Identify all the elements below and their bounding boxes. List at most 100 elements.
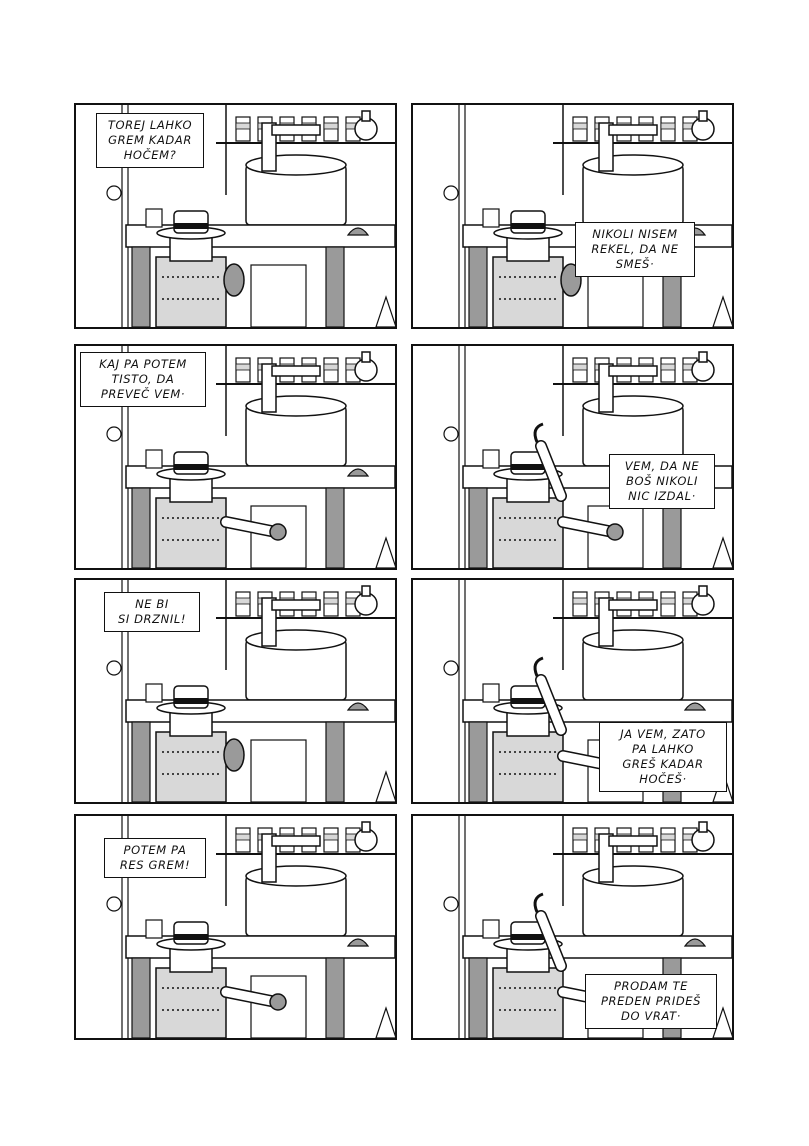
front-robot-arm-fill bbox=[221, 987, 281, 1007]
flask-neck bbox=[698, 585, 708, 597]
jar-label bbox=[323, 833, 339, 841]
hat-crown-icon bbox=[173, 921, 209, 945]
front-robot-body bbox=[492, 497, 564, 568]
back-robot-top bbox=[582, 629, 684, 651]
wall-valve-icon bbox=[106, 426, 122, 442]
comic-panel-8: PRODAM TE PREDEN PRIDEŠ DO VRAT· bbox=[411, 814, 734, 1040]
back-robot-top bbox=[245, 154, 347, 176]
table-leg bbox=[131, 487, 151, 568]
hat-band bbox=[511, 934, 545, 940]
raised-arm-fill bbox=[536, 675, 566, 735]
drill-bit-icon bbox=[375, 536, 395, 568]
jar-label bbox=[660, 363, 676, 371]
wall-valve-icon bbox=[106, 185, 122, 201]
back-robot-top bbox=[582, 865, 684, 887]
speech-bubble-5: NE BI SI DRZNIL! bbox=[104, 592, 200, 632]
drill-bit-icon bbox=[712, 536, 732, 568]
flask-neck bbox=[698, 110, 708, 122]
wall-valve-icon bbox=[443, 896, 459, 912]
comic-panel-7: POTEM PA RES GREM! bbox=[74, 814, 397, 1040]
front-robot-body bbox=[155, 731, 227, 802]
jar-label bbox=[323, 597, 339, 605]
front-robot-hand bbox=[606, 523, 624, 541]
oil-can-icon bbox=[683, 938, 707, 947]
table-leg bbox=[131, 246, 151, 327]
front-robot-body bbox=[492, 256, 564, 327]
table-leg bbox=[131, 721, 151, 802]
drill-bit-icon bbox=[375, 295, 395, 327]
oil-can-icon bbox=[346, 702, 370, 711]
hat-band bbox=[174, 223, 208, 229]
small-can bbox=[145, 683, 163, 703]
comic-panel-1: TOREJ LAHKO GREM KADAR HOČEM? bbox=[74, 103, 397, 329]
cigar-icon bbox=[533, 656, 544, 677]
jar-label bbox=[660, 833, 676, 841]
jar-label bbox=[660, 122, 676, 130]
back-robot-arm-pipe bbox=[271, 365, 321, 377]
back-robot-top bbox=[245, 395, 347, 417]
oil-can-icon bbox=[346, 938, 370, 947]
cabinet-door bbox=[250, 264, 307, 327]
panel-8-scene bbox=[443, 816, 732, 1038]
jar-label bbox=[660, 597, 676, 605]
back-robot-top bbox=[582, 154, 684, 176]
small-can bbox=[482, 208, 500, 228]
speech-bubble-4: VEM, DA NE BOŠ NIKOLI NIC IZDAL· bbox=[609, 454, 715, 509]
hat-crown-icon bbox=[510, 210, 546, 234]
table-leg bbox=[468, 957, 488, 1038]
cabinet-door bbox=[587, 505, 644, 568]
back-robot-top bbox=[245, 865, 347, 887]
small-can bbox=[145, 449, 163, 469]
drill-bit-icon bbox=[375, 770, 395, 802]
table-leg bbox=[468, 721, 488, 802]
hat-band bbox=[174, 698, 208, 704]
jar-label bbox=[235, 122, 251, 130]
back-robot-arm-pipe bbox=[271, 835, 321, 847]
jar-label bbox=[235, 833, 251, 841]
small-can bbox=[145, 208, 163, 228]
panel-5-scene bbox=[106, 580, 395, 802]
back-robot-arm-pipe bbox=[608, 124, 658, 136]
oil-can-icon bbox=[346, 227, 370, 236]
front-robot-shoulder bbox=[223, 263, 245, 297]
table-leg bbox=[325, 487, 345, 568]
back-robot-arm-pipe bbox=[271, 599, 321, 611]
panel-1-scene bbox=[106, 105, 395, 327]
table-leg bbox=[468, 246, 488, 327]
jar-label bbox=[323, 363, 339, 371]
wall-valve-icon bbox=[443, 426, 459, 442]
hat-band bbox=[511, 464, 545, 470]
back-robot-arm-pipe bbox=[608, 599, 658, 611]
jar-label bbox=[323, 122, 339, 130]
oil-can-icon bbox=[346, 468, 370, 477]
flask-neck bbox=[361, 351, 371, 363]
small-can bbox=[482, 683, 500, 703]
jar-label bbox=[235, 363, 251, 371]
wall-valve-icon bbox=[106, 896, 122, 912]
table-leg bbox=[131, 957, 151, 1038]
wall-valve-icon bbox=[443, 660, 459, 676]
small-can bbox=[482, 449, 500, 469]
table-leg bbox=[325, 957, 345, 1038]
hat-band bbox=[174, 464, 208, 470]
small-can bbox=[145, 919, 163, 939]
jar-label bbox=[235, 597, 251, 605]
back-robot-arm-pipe bbox=[271, 124, 321, 136]
hat-band bbox=[511, 223, 545, 229]
jar-label bbox=[572, 122, 588, 130]
cigar-icon bbox=[533, 892, 544, 913]
hat-band bbox=[174, 934, 208, 940]
front-robot-hand bbox=[269, 993, 287, 1011]
wall-valve-icon bbox=[443, 185, 459, 201]
speech-bubble-3: KAJ PA POTEM TISTO, DA PREVEČ VEM· bbox=[80, 352, 206, 407]
drill-bit-icon bbox=[712, 295, 732, 327]
front-robot-shoulder bbox=[223, 738, 245, 772]
drill-bit-icon bbox=[712, 1006, 732, 1038]
cabinet-door bbox=[250, 739, 307, 802]
flask-neck bbox=[698, 351, 708, 363]
flask-neck bbox=[698, 821, 708, 833]
comic-panel-6: JA VEM, ZATO PA LAHKO GREŠ KADAR HOČEŠ· bbox=[411, 578, 734, 804]
table-leg bbox=[325, 721, 345, 802]
raised-arm-fill bbox=[536, 441, 566, 501]
table-leg bbox=[468, 487, 488, 568]
